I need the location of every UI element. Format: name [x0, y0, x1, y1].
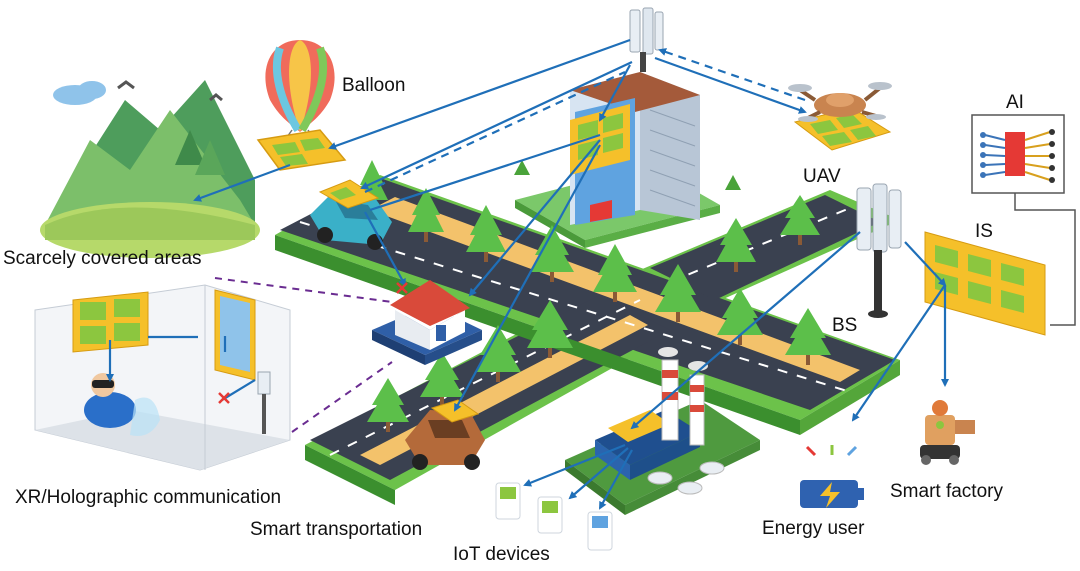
- car-icon: [405, 399, 485, 470]
- ai-is-connector: [1014, 193, 1076, 326]
- callout-lines: [214, 277, 393, 433]
- battery-icon: [800, 445, 864, 508]
- house-icon: [372, 280, 482, 365]
- label-bs: BS: [832, 315, 858, 336]
- balloon-icon: [256, 40, 347, 171]
- label-ai: AI: [1006, 92, 1024, 113]
- base-station-icon: [629, 7, 664, 72]
- label-is: IS: [975, 221, 993, 242]
- is-panel: [924, 231, 1046, 336]
- uav-drone-icon: [788, 82, 892, 151]
- iot-device-icon: [495, 482, 613, 551]
- robot-icon: [920, 400, 975, 465]
- label-scarce-areas: Scarcely covered areas: [3, 248, 202, 269]
- label-xr: XR/Holographic communication: [15, 487, 282, 508]
- label-transportation: Smart transportation: [250, 519, 423, 540]
- mountain-icon: [40, 80, 260, 258]
- vr-user-icon: [34, 284, 291, 471]
- label-balloon: Balloon: [342, 75, 406, 96]
- blocked-link-icon: [218, 282, 408, 404]
- car-icon: [310, 179, 392, 250]
- tree-icon: [356, 160, 831, 432]
- base-station-icon: [856, 183, 902, 318]
- building-icon: [515, 72, 720, 248]
- label-energy-user: Energy user: [762, 518, 865, 539]
- label-iot: IoT devices: [453, 544, 550, 565]
- ai-chip-icon: [971, 114, 1065, 194]
- label-smart-factory: Smart factory: [890, 481, 1003, 502]
- label-uav: UAV: [803, 166, 841, 187]
- link-arrows: [106, 38, 949, 510]
